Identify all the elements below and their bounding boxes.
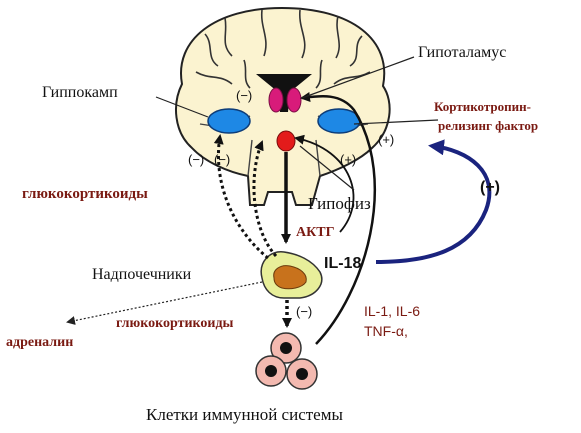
sign-plus-right2: (+) <box>340 152 356 167</box>
hippocampus-right <box>317 108 361 134</box>
sign-minus-left1: (−) <box>188 152 204 167</box>
crh-label-line2: релизинг фактор <box>438 118 538 133</box>
hippocampus-label: Гиппокамп <box>42 84 118 101</box>
il18-label: IL-18 <box>324 255 361 272</box>
hypothalamus-label: Гипоталамус <box>418 44 506 61</box>
cytokine-arrow <box>300 92 376 345</box>
immune-cells-label: Клетки иммунной системы <box>146 405 343 424</box>
sign-plus-right1: (+) <box>378 132 394 147</box>
pituitary-label: Гипофиз <box>308 194 371 213</box>
sign-plus-big: (+) <box>480 179 500 196</box>
ventricle <box>256 74 312 112</box>
crh-label-line1: Кортикотропин- <box>434 99 531 114</box>
crh-pointer <box>353 119 439 125</box>
il18-arrow <box>375 139 492 264</box>
cytokines-label-line1: IL-1, IL-6 <box>364 303 420 319</box>
acth-label: АКТГ <box>296 225 335 240</box>
feedback-to-hypothalamus <box>252 140 278 258</box>
immune-cells <box>255 332 318 390</box>
cytokines-label-line2: TNF-α, <box>364 323 408 339</box>
adrenaline-label: адреналин <box>6 335 73 350</box>
cytokine-arrow-pituitary <box>294 134 355 233</box>
sign-minus-adrenal: (−) <box>296 304 312 319</box>
feedback-to-hippocampus <box>213 134 269 260</box>
adrenals-label: Надпочечники <box>92 266 192 283</box>
pituitary-gland <box>276 130 296 152</box>
brain-gyri <box>195 9 371 89</box>
hypothalamus-pointer <box>301 56 415 99</box>
glucocorticoids-left-label: глюкокортикоиды <box>22 186 148 202</box>
adrenaline-arrow <box>66 281 263 325</box>
sign-minus-top: (−) <box>236 88 252 103</box>
adrenal-medulla <box>273 265 307 290</box>
hippocampus-left <box>207 108 251 134</box>
hypothalamus-right <box>286 87 302 113</box>
glucocorticoids-bottom-label: глюкокортикоиды <box>116 316 234 331</box>
sign-minus-left2: (−) <box>214 152 230 167</box>
hypothalamus-left <box>268 87 284 113</box>
pituitary-pointer <box>299 145 355 191</box>
hippocampus-pointer <box>155 96 209 118</box>
